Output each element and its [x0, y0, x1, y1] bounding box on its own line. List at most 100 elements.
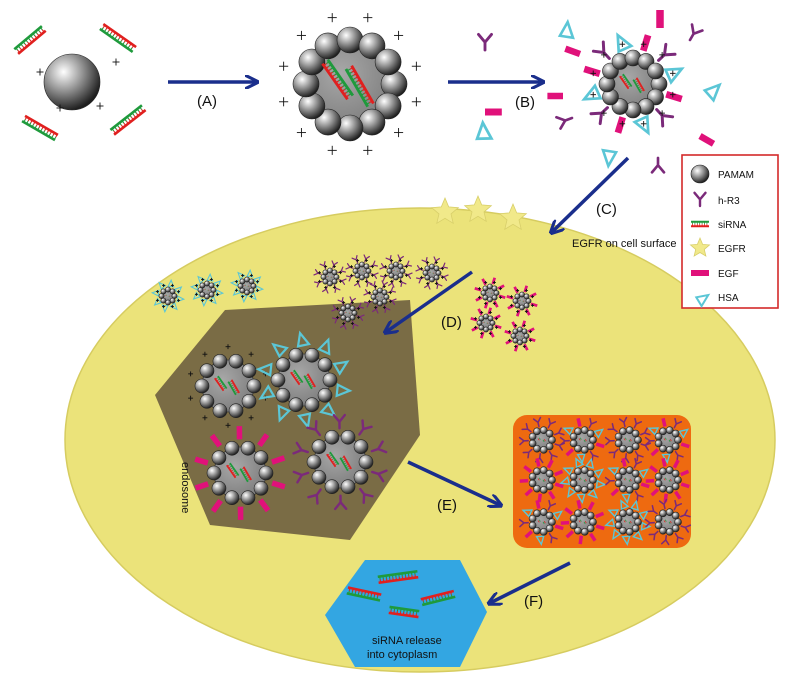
pamam-sphere-icon	[533, 484, 541, 493]
charge-plus	[155, 298, 159, 302]
sirna-icon	[388, 605, 420, 619]
sirna-icon	[537, 519, 541, 523]
charge-plus	[327, 13, 337, 23]
charge-plus	[339, 279, 343, 283]
sirna-icon	[623, 519, 627, 523]
pamam-sphere-icon	[212, 353, 228, 369]
sirna-icon	[537, 437, 541, 441]
egf-bar-icon	[546, 459, 554, 469]
vesicle-complex	[518, 416, 566, 464]
bar-icon	[691, 270, 709, 276]
egf-bar-icon	[560, 520, 570, 525]
antibody-icon	[591, 40, 611, 60]
egf-bar-icon	[554, 482, 564, 489]
legend-item: h-R3	[693, 191, 740, 208]
pamam-sphere-icon	[589, 436, 597, 444]
pamam-sphere-icon	[674, 476, 682, 484]
egf-bar-icon	[506, 294, 514, 300]
hsa-wedge-icon	[161, 304, 169, 314]
sirna-icon	[359, 269, 362, 272]
hsa-wedge-icon	[200, 298, 208, 308]
egf-bar-icon	[680, 442, 690, 449]
pamam-sphere-icon	[353, 439, 369, 455]
antibody-icon	[650, 156, 666, 174]
pamam-sphere-icon	[665, 466, 674, 474]
charge-plus	[248, 415, 254, 421]
hsa-wedge-icon	[616, 32, 634, 54]
charge-plus	[529, 338, 533, 342]
pamam-sphere-icon	[548, 518, 556, 526]
sirna-icon	[244, 284, 247, 287]
antibody-icon	[521, 422, 532, 433]
hsa-wedge-icon	[632, 530, 644, 541]
pamam-sphere-icon	[586, 469, 595, 478]
antibody-icon	[634, 490, 644, 502]
antibody-icon	[644, 518, 655, 528]
egf-bar-icon	[491, 277, 497, 285]
hsa-wedge-icon	[255, 362, 273, 377]
pamam-sphere-icon	[665, 528, 674, 536]
sirna-icon	[429, 271, 432, 274]
hsa-wedge-icon	[581, 83, 603, 101]
endosome-complex-plain	[188, 344, 268, 428]
pamam-sphere-icon	[631, 469, 640, 478]
antibody-icon	[358, 487, 374, 505]
hsa-wedge-icon	[593, 428, 605, 439]
vesicle-complex	[645, 457, 690, 503]
charge-plus	[492, 302, 496, 306]
sirna-icon	[380, 296, 383, 299]
sirna-icon	[668, 520, 672, 525]
pamam-sphere-icon	[304, 347, 320, 363]
pamam-sphere-icon	[634, 476, 642, 484]
charge-plus	[170, 305, 174, 309]
pamam-sphere-icon	[614, 479, 623, 488]
pamam-sphere-icon	[659, 526, 667, 535]
charge-plus	[499, 295, 503, 299]
pamam-sphere-icon	[619, 467, 627, 476]
pamam-sphere-icon	[631, 524, 640, 533]
charge-plus	[389, 291, 393, 295]
sirna-icon	[487, 291, 490, 294]
egf-bar-icon	[487, 307, 493, 315]
pamam-sphere-icon	[625, 528, 634, 536]
pamam-sphere-icon	[533, 509, 541, 518]
charge-plus	[367, 299, 371, 303]
charge-plus	[202, 415, 208, 421]
pamam-sphere-icon	[212, 403, 228, 419]
hsa-wedge-icon	[169, 302, 178, 311]
sirna-icon	[346, 586, 382, 602]
pamam-sphere-icon	[539, 466, 548, 474]
hsa-wedge-icon	[253, 276, 262, 285]
pamam-sphere-icon	[614, 514, 623, 523]
hsa-wedge-icon	[167, 278, 175, 288]
pamam-sphere-icon	[580, 426, 589, 434]
small-complex	[504, 320, 536, 352]
hsa-wedge-icon	[621, 493, 631, 505]
charge-plus	[225, 344, 231, 350]
egf-bar-icon	[515, 309, 521, 317]
sirna-icon	[542, 520, 546, 525]
antibody-icon	[588, 417, 598, 429]
charge-plus	[155, 290, 159, 294]
legend-label: siRNA	[718, 220, 747, 231]
charge-plus	[209, 299, 213, 303]
sirna-icon	[239, 466, 252, 483]
egf-bar-icon	[614, 116, 626, 134]
charge-plus	[492, 280, 496, 284]
charge-plus	[590, 91, 597, 98]
pamam-sphere-icon	[586, 429, 595, 438]
sirna-icon	[668, 438, 672, 443]
pamam-sphere-icon	[246, 378, 262, 394]
sirna-icon	[290, 369, 304, 386]
hsa-wedge-icon	[521, 509, 534, 518]
pamam-sphere-icon	[671, 429, 680, 438]
pamam-sphere-icon	[194, 378, 210, 394]
sirna-icon	[668, 478, 672, 483]
pamam-sphere-icon	[545, 469, 554, 478]
pamam-sphere-icon	[349, 305, 356, 312]
pamam-sphere-icon	[654, 439, 663, 448]
hsa-wedge-icon	[663, 67, 685, 85]
hsa-wedge-icon	[319, 401, 337, 418]
antibody-icon	[518, 518, 529, 528]
hsa-wedge-icon	[296, 330, 311, 348]
